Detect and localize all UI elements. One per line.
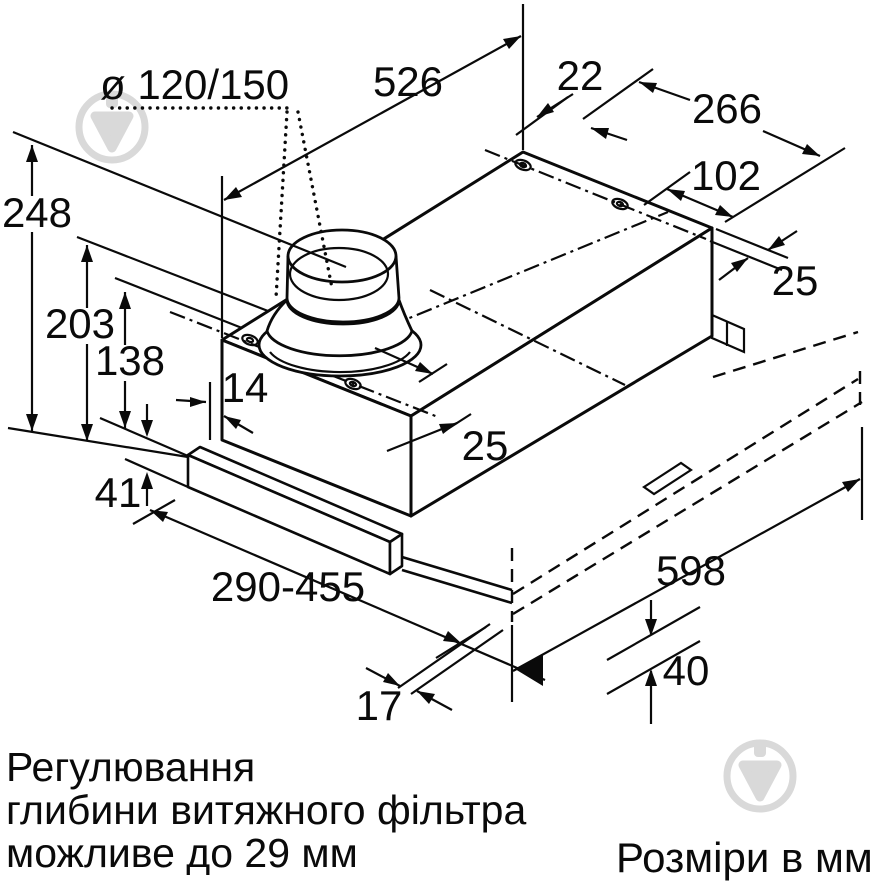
dim-drawer-front-height-label: 40 xyxy=(663,647,710,694)
dim-top-width-label: 526 xyxy=(373,58,443,105)
dim-total-height-label: 248 xyxy=(2,189,72,236)
drawer-dashed-outline xyxy=(510,330,863,622)
dim-drawer-front-height: 40 xyxy=(606,600,710,724)
location-pin-watermark-icon xyxy=(723,739,797,813)
dim-drawer-width-label: 598 xyxy=(656,547,726,594)
dim-rear-edge-offset-label: 25 xyxy=(772,257,819,304)
note-adjustment-line1: Регулювання xyxy=(6,744,255,790)
mounting-holes xyxy=(241,158,629,391)
note-adjustment-line3: можливе до 29 мм xyxy=(6,830,358,876)
dim-depth: 266 xyxy=(638,80,846,223)
dim-hole-spacing: 102 xyxy=(643,152,761,219)
note-adjustment-line2: глибини витяжного фільтра xyxy=(6,787,526,833)
duct-cone xyxy=(265,296,414,358)
dim-mid-height: 138 xyxy=(94,276,243,428)
dim-rail-gap-label: 17 xyxy=(356,682,403,729)
dim-left-offset-label: 14 xyxy=(222,364,269,411)
dim-duct-diameter: ø 120/150 xyxy=(100,61,334,300)
duct-bore xyxy=(288,246,390,302)
dim-front-edge-offset: 25 xyxy=(374,346,509,469)
dim-lower-rail-height-label: 41 xyxy=(95,469,142,516)
duct-top-rim xyxy=(286,228,398,284)
dim-depth-label: 266 xyxy=(692,85,762,132)
dim-left-offset: 14 xyxy=(175,364,269,440)
dim-lower-rail-height: 41 xyxy=(95,404,189,516)
dim-rear-offset-small-label: 22 xyxy=(557,52,604,99)
note-adjustment: Регулювання глибини витяжного фільтра мо… xyxy=(6,744,526,876)
telescopic-rail xyxy=(186,445,513,605)
location-pin-watermark-icon xyxy=(75,90,149,164)
dim-top-width: 526 xyxy=(220,4,525,338)
dim-telescopic-range-label: 290-455 xyxy=(211,563,365,610)
dim-body-height: 203 xyxy=(44,235,269,441)
wall-bracket xyxy=(710,313,746,354)
dim-body-height-label: 203 xyxy=(45,300,115,347)
dim-hole-spacing-label: 102 xyxy=(691,152,761,199)
dim-total-height: 248 xyxy=(2,130,347,459)
dim-rear-offset-small: 22 xyxy=(515,52,654,142)
duct-outlet xyxy=(257,228,423,378)
dim-mid-height-label: 138 xyxy=(95,337,165,384)
dim-rail-gap: 17 xyxy=(356,623,504,729)
centerlines xyxy=(169,148,707,419)
drawer-switch xyxy=(642,461,693,496)
dim-duct-diameter-label: ø 120/150 xyxy=(100,61,289,108)
units-note: Розміри в мм xyxy=(616,834,873,881)
dim-rear-edge-offset: 25 xyxy=(709,227,819,304)
dim-telescopic-range: 290-455 xyxy=(132,499,546,686)
dim-drawer-width: 598 xyxy=(510,427,864,702)
dim-front-edge-offset-label: 25 xyxy=(462,422,509,469)
